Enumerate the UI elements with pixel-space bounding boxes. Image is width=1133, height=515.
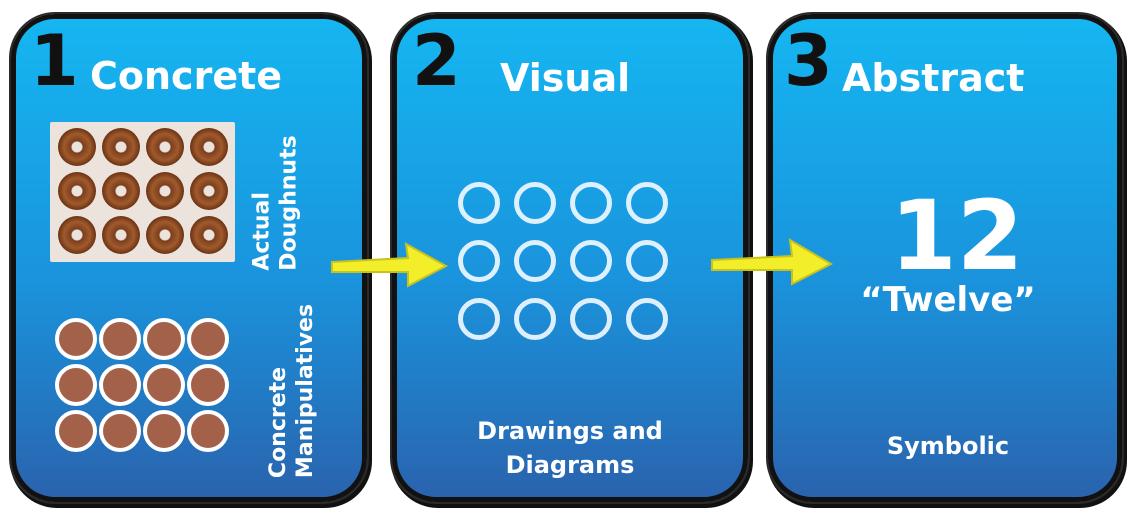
drawings-caption: Drawings and Diagrams bbox=[440, 414, 700, 482]
arrow-right-icon bbox=[331, 242, 449, 288]
visual-title: Visual bbox=[500, 56, 631, 100]
donut-item bbox=[58, 216, 96, 254]
dot-item bbox=[99, 364, 141, 406]
donut-item bbox=[102, 172, 140, 210]
ring-item bbox=[626, 240, 668, 282]
ring-item bbox=[514, 240, 556, 282]
donut-item bbox=[146, 128, 184, 166]
dot-item bbox=[99, 410, 141, 452]
donut-item bbox=[190, 172, 228, 210]
donut-item bbox=[190, 216, 228, 254]
label-line: Manipulatives bbox=[293, 303, 319, 479]
ring-item bbox=[514, 298, 556, 340]
ring-item bbox=[514, 182, 556, 224]
ring-item bbox=[626, 182, 668, 224]
dot-item bbox=[55, 410, 97, 452]
symbolic-caption: Symbolic bbox=[886, 432, 1010, 460]
arrow-right-icon bbox=[711, 238, 834, 286]
numeral-twelve: 12 bbox=[890, 180, 1024, 292]
donut-item bbox=[102, 128, 140, 166]
actual-doughnuts-label: Actual Doughnuts bbox=[249, 135, 303, 270]
donut-item bbox=[146, 216, 184, 254]
dot-item bbox=[187, 364, 229, 406]
ring-item bbox=[458, 240, 500, 282]
ring-item bbox=[570, 298, 612, 340]
ring-item bbox=[458, 298, 500, 340]
step-number-1: 1 bbox=[30, 20, 79, 102]
dot-item bbox=[187, 318, 229, 360]
label-line: Concrete bbox=[266, 366, 292, 479]
concrete-manipulatives-label: Concrete Manipulatives bbox=[265, 304, 319, 478]
dot-item bbox=[187, 410, 229, 452]
donut-item bbox=[58, 128, 96, 166]
dot-item bbox=[55, 318, 97, 360]
abstract-title: Abstract bbox=[842, 56, 1025, 100]
donut-item bbox=[102, 216, 140, 254]
dot-item bbox=[143, 318, 185, 360]
step-number-2: 2 bbox=[412, 20, 461, 102]
donut-item bbox=[146, 172, 184, 210]
step-number-3: 3 bbox=[784, 20, 833, 102]
abstract-panel bbox=[768, 14, 1122, 502]
ring-item bbox=[570, 182, 612, 224]
donut-item bbox=[58, 172, 96, 210]
label-line: Actual bbox=[249, 192, 275, 271]
ring-item bbox=[458, 182, 500, 224]
concrete-title: Concrete bbox=[90, 54, 283, 98]
caption-line: Diagrams bbox=[505, 451, 635, 479]
word-twelve: “Twelve” bbox=[860, 280, 1036, 320]
dot-item bbox=[143, 364, 185, 406]
label-line: Doughnuts bbox=[276, 135, 302, 271]
ring-item bbox=[570, 240, 612, 282]
caption-line: Drawings and bbox=[477, 417, 663, 445]
dot-item bbox=[55, 364, 97, 406]
dot-item bbox=[143, 410, 185, 452]
donut-item bbox=[190, 128, 228, 166]
dot-item bbox=[99, 318, 141, 360]
ring-item bbox=[626, 298, 668, 340]
